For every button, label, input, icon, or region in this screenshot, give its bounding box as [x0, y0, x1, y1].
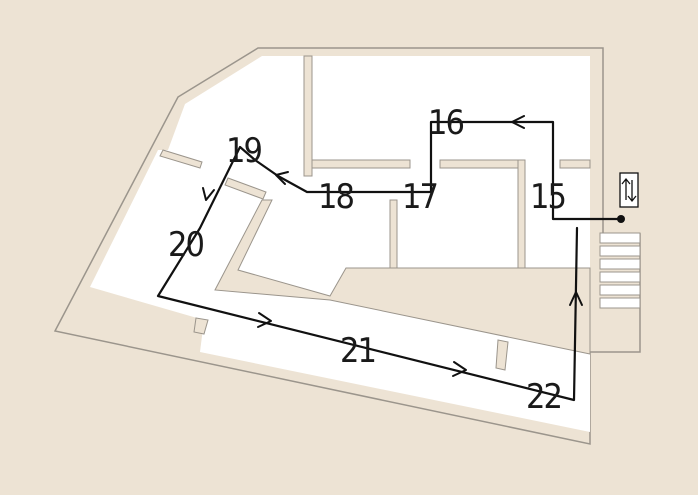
arrow-icon: [275, 171, 289, 185]
arrow-icon: [202, 187, 215, 201]
room-label-16: 16: [428, 103, 463, 143]
arrow-icon: [452, 361, 467, 377]
elevator-icon: [619, 172, 639, 208]
room-label-17: 17: [402, 177, 437, 217]
room-label-20: 20: [168, 225, 203, 265]
floor-area: [90, 56, 590, 432]
interior-walls: [159, 55, 591, 371]
room-label-22: 22: [526, 377, 561, 417]
arrow-icon: [569, 291, 583, 306]
arrow-icon: [257, 312, 272, 328]
stairs-icon: [599, 232, 641, 309]
room-label-19: 19: [226, 131, 261, 171]
room-label-21: 21: [340, 331, 375, 371]
room-label-18: 18: [318, 177, 353, 217]
start-point-icon: [617, 215, 625, 223]
room-label-15: 15: [530, 177, 565, 217]
arrow-icon: [511, 115, 525, 129]
